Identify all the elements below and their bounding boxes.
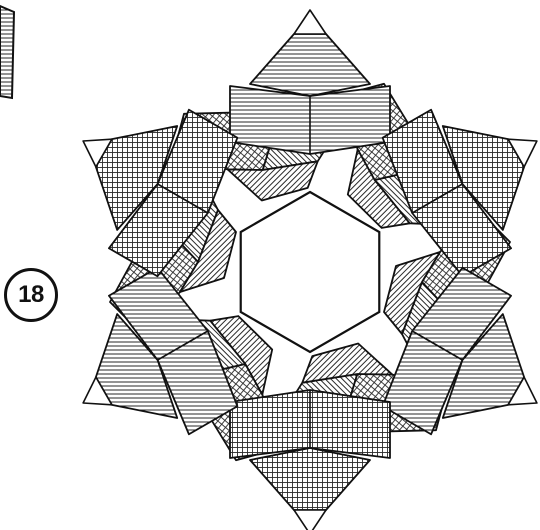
module-roof xyxy=(250,34,370,96)
step-number: 18 xyxy=(18,281,44,309)
step-number-badge: 18 xyxy=(4,268,58,322)
module-roof xyxy=(250,448,370,510)
module-tip-triangle xyxy=(294,10,326,34)
center-hexagon-hole xyxy=(241,192,380,352)
module-tip-triangle xyxy=(294,510,326,530)
previous-step-fragment xyxy=(0,6,14,98)
